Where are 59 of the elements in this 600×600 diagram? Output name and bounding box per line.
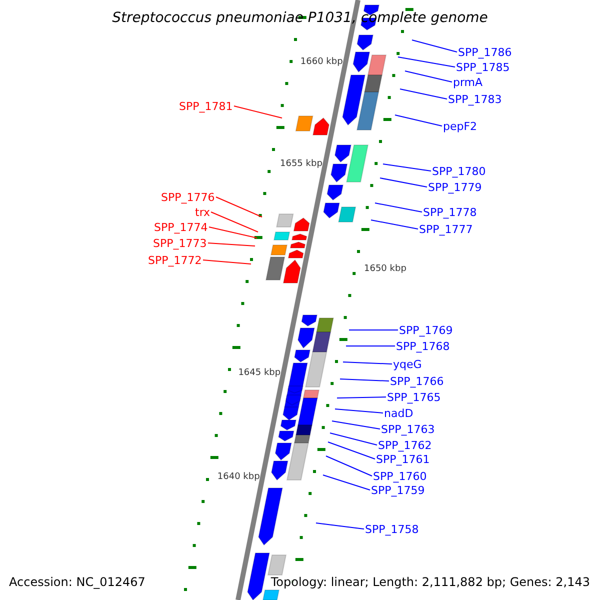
title: Streptococcus pneumoniae P1031, complete genome — [111, 11, 489, 25]
gene-label: SPP_1777 — [419, 224, 473, 234]
gene-label: SPP_1760 — [373, 470, 427, 482]
gene-label: SPP_1773 — [153, 238, 207, 248]
scale-label: 1655 kbp — [280, 160, 322, 169]
scale-label: 1645 kbp — [238, 369, 281, 378]
gene-label: SPP_1763 — [381, 424, 435, 434]
gene-label: SPP_1786 — [458, 46, 512, 58]
leader-line — [210, 212, 258, 232]
gene-label: SPP_1776 — [161, 192, 215, 202]
gene-label: SPP_1785 — [456, 62, 510, 72]
scale-label: 1660 kbp — [300, 58, 343, 67]
gene-label: SPP_1769 — [399, 324, 453, 336]
gene-label: pepF2 — [443, 120, 478, 132]
leader-line — [394, 114, 442, 126]
leader-line — [342, 362, 392, 364]
leader-line — [412, 40, 458, 52]
gene-label: SPP_1774 — [154, 222, 208, 232]
scale-label: 1640 kbp — [217, 473, 260, 482]
leader-line — [216, 196, 262, 218]
gene-label: SPP_1765 — [387, 392, 441, 402]
gene-label: SPP_1779 — [428, 182, 482, 192]
gene-label: SPP_1768 — [396, 340, 450, 352]
leader-line — [330, 432, 378, 446]
gene-label: SPP_1780 — [432, 166, 486, 176]
leader-line — [326, 456, 372, 476]
gene-label: trx — [195, 206, 210, 218]
leader-line — [332, 420, 380, 430]
leader-line — [208, 226, 258, 238]
leader-line — [316, 522, 364, 530]
gene-label: SPP_1759 — [371, 484, 425, 496]
leader-line — [234, 106, 282, 118]
leader-line — [370, 220, 418, 230]
gene-label: SPP_1758 — [365, 524, 419, 534]
gene-label: yqeG — [393, 358, 422, 370]
gene-label: prmA — [453, 76, 483, 88]
accession-text: Accession: NC_012467 — [9, 576, 146, 588]
gene-label: SPP_1761 — [376, 454, 430, 464]
gene-label: SPP_1778 — [423, 206, 477, 218]
leader-line — [398, 56, 456, 68]
leader-line — [380, 178, 428, 188]
leader-line — [382, 164, 432, 172]
leader-line — [404, 70, 452, 82]
gene-label: SPP_1766 — [390, 376, 444, 386]
leader-line — [322, 474, 370, 490]
leader-line — [334, 408, 384, 414]
leader-line — [328, 442, 376, 460]
gene-label: SPP_1783 — [448, 94, 502, 104]
leader-line — [374, 202, 422, 212]
gene-label: nadD — [384, 408, 414, 418]
leader-line — [208, 242, 256, 246]
gene-label: SPP_1762 — [378, 440, 432, 450]
leader-line — [202, 260, 252, 264]
leader-line — [340, 378, 390, 382]
scale-label: 1650 kbp — [364, 265, 406, 274]
leader-line — [336, 396, 386, 398]
leader-line — [400, 88, 448, 100]
gene-label: SPP_1772 — [148, 254, 202, 266]
gene-label: SPP_1781 — [179, 100, 233, 112]
